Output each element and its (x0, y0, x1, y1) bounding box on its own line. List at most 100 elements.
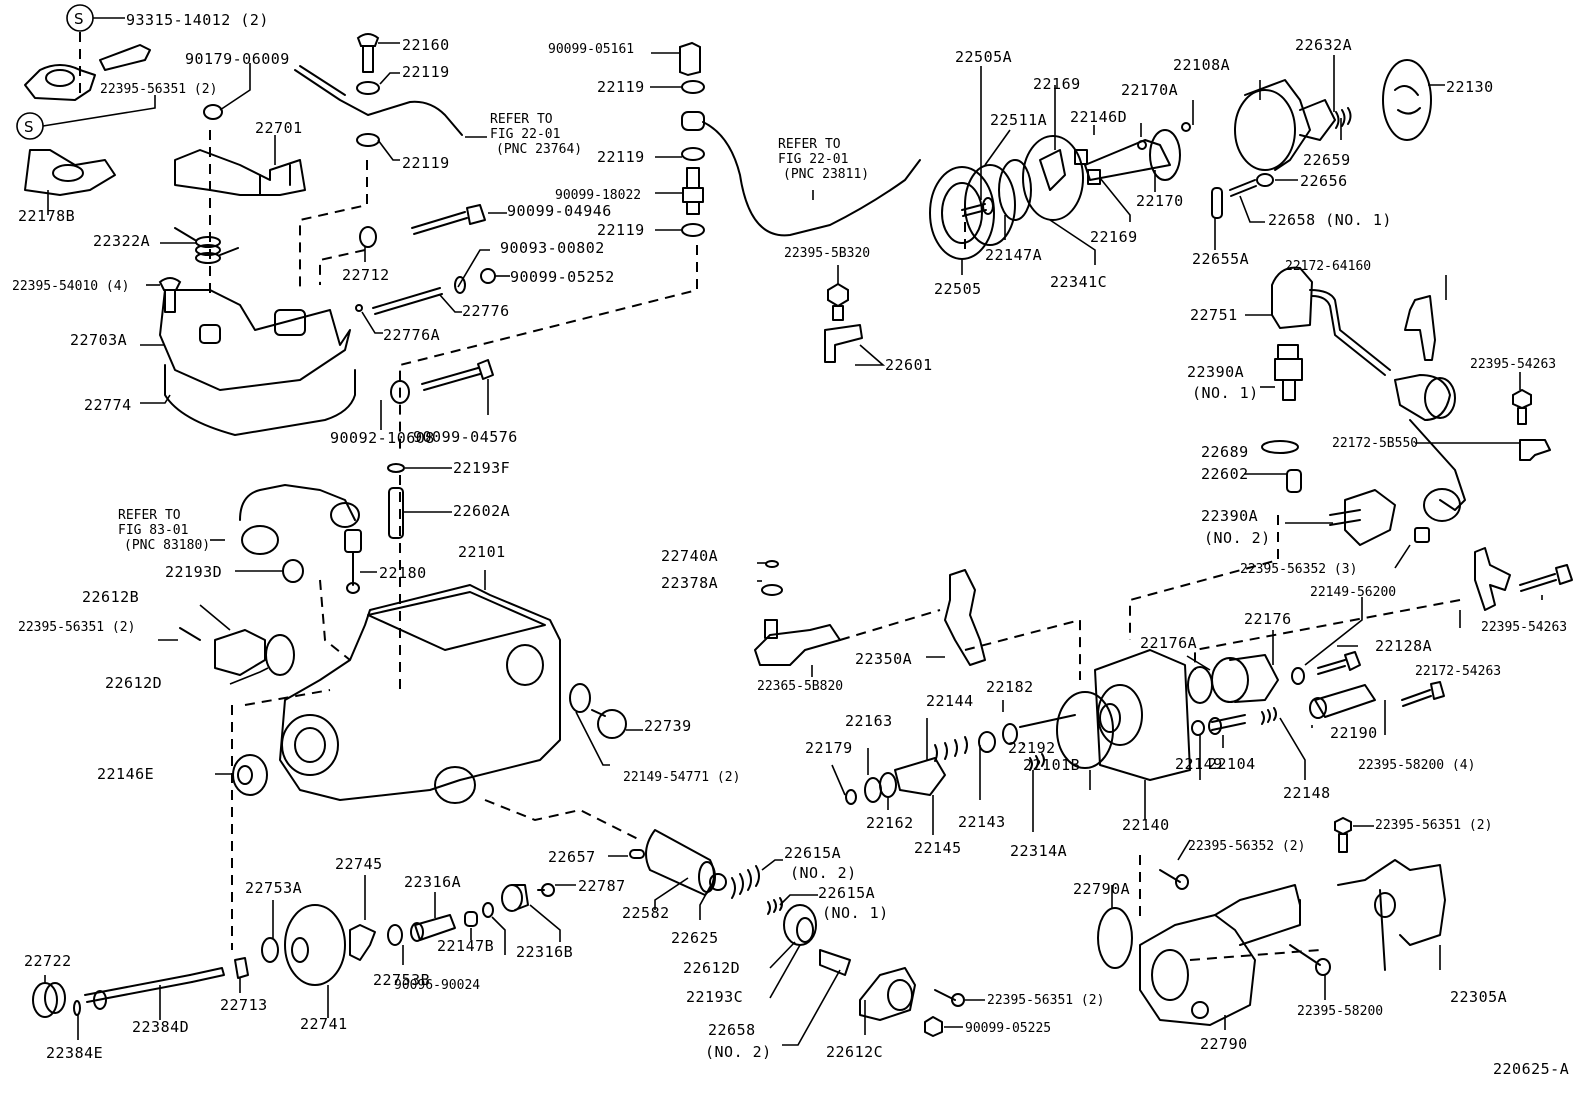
part-spring-22658-no2 (819, 949, 851, 976)
part-washer-22753B (387, 924, 403, 946)
part-nut-90099-05225 (924, 1016, 943, 1037)
callout-22712: 22712 (342, 266, 390, 284)
part-actuator-22790 (1139, 884, 1301, 1026)
callout-refer-23764-l3: (PNC 23764) (496, 142, 582, 157)
callout-22316B: 22316B (516, 943, 573, 961)
callout-90099-04946: 90099-04946 (507, 202, 612, 220)
callout-22658-no1: 22658 (NO. 1) (1268, 211, 1392, 229)
callout-22751: 22751 (1190, 306, 1238, 324)
callout-22176A: 22176A (1140, 634, 1197, 652)
callout-22395-56351-ml: 22395-56351 (2) (18, 620, 135, 635)
callout-22172-54263: 22172-54263 (1415, 664, 1501, 679)
part-plate-22612B (179, 627, 295, 676)
callout-22395-56351-bc: 22395-56351 (2) (987, 993, 1104, 1008)
callout-22119-c: 22119 (597, 78, 645, 96)
callout-22395-54263-a: 22395-54263 (1470, 357, 1556, 372)
s-mark-lower: S (16, 112, 44, 140)
callout-22169-b: 22169 (1090, 228, 1138, 246)
callout-22505A: 22505A (955, 48, 1012, 66)
callout-90093-00802: 90093-00802 (500, 239, 605, 257)
part-screw-22395-56352-3 (1414, 527, 1430, 543)
callout-22776: 22776 (462, 302, 510, 320)
callout-22395-56351-br: 22395-56351 (2) (1375, 818, 1492, 833)
callout-22145: 22145 (914, 839, 962, 857)
part-spring-22322A (174, 227, 239, 264)
part-valve-22176 (1211, 654, 1279, 703)
part-bolt-22395-5B320 (827, 282, 849, 321)
part-screw-22395-56352-2 (1159, 869, 1189, 890)
callout-22322A: 22322A (93, 232, 150, 250)
callout-22101: 22101 (458, 543, 506, 561)
part-bracket-22172-54263 (1474, 547, 1511, 611)
part-seal-22378A (761, 584, 783, 596)
callout-90099-05252: 90099-05252 (510, 268, 615, 286)
part-weights-22745 (349, 924, 376, 961)
callout-22740A: 22740A (661, 547, 718, 565)
callout-22776A: 22776A (383, 326, 440, 344)
part-bolt-22395-58200-4 (1401, 681, 1445, 707)
part-sensor-harness-83180 (239, 484, 360, 555)
callout-refer-83180-l2: FIG 83-01 (118, 523, 188, 538)
part-valve-22390A-no1 (1274, 344, 1303, 401)
callout-22305A: 22305A (1450, 988, 1507, 1006)
callout-22612C: 22612C (826, 1043, 883, 1061)
callout-22689: 22689 (1201, 443, 1249, 461)
callout-22178B: 22178B (18, 207, 75, 225)
callout-22119-b: 22119 (402, 154, 450, 172)
part-pipe-23764 (294, 65, 463, 136)
callout-22656: 22656 (1300, 172, 1348, 190)
part-fitting-22190 (1309, 684, 1376, 719)
callout-22316A: 22316A (404, 873, 461, 891)
callout-refer-83180-l1: REFER TO (118, 508, 181, 523)
part-gasket-22101B (1056, 691, 1114, 769)
part-oring-22790A (1097, 907, 1133, 969)
part-screw-22505A (961, 197, 994, 217)
part-banjo-pipe-23811 (681, 111, 921, 237)
part-washer-90096-90024 (482, 902, 494, 918)
callout-22162: 22162 (866, 814, 914, 832)
callout-22365-5B820: 22365-5B820 (757, 679, 843, 694)
callout-22774: 22774 (84, 396, 132, 414)
part-bracket-22178B (24, 149, 116, 196)
part-pin-22384E (73, 1000, 81, 1016)
callout-22722: 22722 (24, 952, 72, 970)
part-sleeve-22582 (645, 829, 716, 896)
callout-22790: 22790 (1200, 1035, 1248, 1053)
part-oring-22193D (282, 559, 304, 583)
part-sensor-22180 (344, 529, 362, 594)
callout-22582: 22582 (622, 904, 670, 922)
part-driveshaft-22170 (1084, 122, 1191, 181)
part-ring-22625 (709, 873, 727, 891)
callout-22790A: 22790A (1073, 880, 1130, 898)
part-head-22140 (1094, 649, 1191, 781)
callout-22601: 22601 (885, 356, 933, 374)
callout-90092-10608: 90092-10608 (330, 429, 435, 447)
callout-22395-54010: 22395-54010 (4) (12, 279, 129, 294)
part-pump-housing-22101 (279, 584, 561, 804)
part-bolt-22395-54263-b (1519, 564, 1573, 592)
callout-labels: 93315-14012 (2)22395-56351 (2)90179-0600… (12, 11, 1569, 1078)
part-bracket-22601 (824, 324, 863, 363)
callout-22739: 22739 (644, 717, 692, 735)
callout-fig-code: 220625-A (1493, 1060, 1569, 1078)
callout-22149: 22149 (1175, 755, 1223, 773)
part-plate-22713 (234, 957, 249, 979)
callout-22182: 22182 (986, 678, 1034, 696)
callout-22146E: 22146E (97, 765, 154, 783)
part-oring-22689 (1261, 440, 1299, 454)
callout-22741: 22741 (300, 1015, 348, 1033)
callout-22615A-no2-sub: (NO. 2) (790, 864, 857, 882)
part-valve-90099-18022 (682, 167, 704, 215)
part-bolt-22395-56351-br (1334, 816, 1352, 853)
callout-22119-a: 22119 (402, 63, 450, 81)
part-housing-22612C (859, 967, 916, 1021)
part-pin-22657 (629, 849, 645, 859)
part-solenoid-connector (1394, 374, 1466, 511)
callout-22160: 22160 (402, 36, 450, 54)
callout-22341C: 22341C (1050, 273, 1107, 291)
part-screw-22776 (355, 268, 496, 315)
assembly-dashed-lines (79, 32, 1461, 961)
callout-22119-d: 22119 (597, 148, 645, 166)
s-mark-top: S (66, 4, 94, 32)
callout-22146D: 22146D (1070, 108, 1127, 126)
